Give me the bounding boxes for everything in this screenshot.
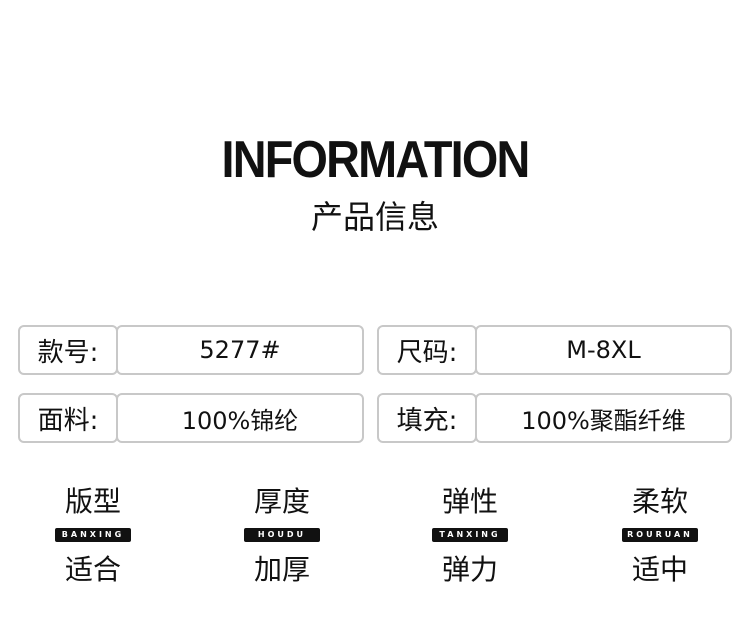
attribute-value: 适中 [631,553,688,586]
attribute-fit: 版型 BANXING 适合 [33,484,153,588]
attribute-pinyin-badge: BANXING [55,528,131,542]
attribute-name: 厚度 [253,485,310,518]
spec-label-style: 款号: [18,325,118,375]
attribute-thickness: 厚度 HOUDU 加厚 [222,484,342,588]
spec-label-size: 尺码: [377,325,477,375]
spec-value-size: M-8XL [475,325,732,375]
page-subtitle: 产品信息 [310,198,439,236]
attribute-softness: 柔软 ROURUAN 适中 [600,484,720,588]
attribute-name: 柔软 [631,485,688,518]
attribute-pinyin-badge: ROURUAN [622,528,698,542]
page-title: INFORMATION [221,131,531,189]
spec-label-fabric: 面料: [18,393,118,443]
spec-label-filling: 填充: [377,393,477,443]
attribute-value: 加厚 [253,553,310,586]
attribute-value: 适合 [64,553,121,586]
attribute-name: 版型 [64,485,121,518]
spec-value-filling: 100%聚酯纤维 [475,393,732,443]
spec-value-style: 5277# [116,325,364,375]
attribute-name: 弹性 [441,485,498,518]
attribute-pinyin-badge: HOUDU [244,528,320,542]
attribute-value: 弹力 [441,553,498,586]
attribute-pinyin-badge: TANXING [432,528,508,542]
attribute-elasticity: 弹性 TANXING 弹力 [410,484,530,588]
spec-value-fabric: 100%锦纶 [116,393,364,443]
